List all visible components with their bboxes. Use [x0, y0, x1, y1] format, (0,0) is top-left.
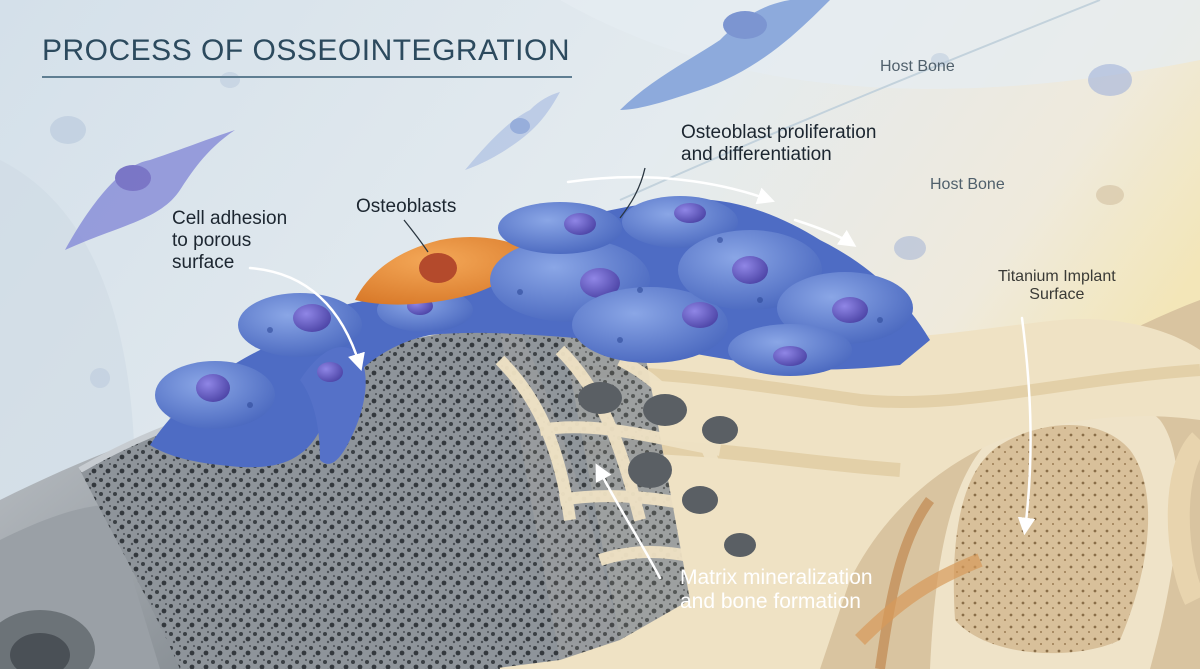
- proliferation-arrow-2: [793, 218, 857, 247]
- proliferation-leader: [619, 167, 646, 219]
- label-proliferation-line-1: Osteoblast proliferation: [681, 122, 877, 143]
- annotation-arrows: [248, 175, 1036, 580]
- label-cell-adhesion-line-1: Cell adhesion: [172, 208, 288, 229]
- title-underline: [42, 76, 572, 78]
- label-mineralization-line-2: and bone formation: [680, 590, 861, 614]
- label-cell-adhesion-line-3: surface: [172, 251, 235, 273]
- proliferation-arrow: [566, 175, 775, 205]
- osteoblast-layer: [150, 196, 930, 468]
- page-title: PROCESS OF OSSEOINTEGRATION: [42, 34, 571, 67]
- label-titanium-line-1: Titanium Implant: [998, 268, 1116, 285]
- label-proliferation: Osteoblast proliferation and differentia…: [681, 122, 876, 166]
- matrix-web: [495, 345, 783, 596]
- titanium-arrow: [1017, 316, 1036, 536]
- osteoblasts-leader: [403, 219, 429, 253]
- label-titanium-line-2: Surface: [1029, 286, 1085, 304]
- leader-lines: [403, 167, 646, 253]
- label-cell-adhesion: Cell adhesion to porous surface: [172, 208, 287, 274]
- label-osteoblasts: Osteoblasts: [356, 196, 457, 217]
- matrix-pores: [578, 382, 756, 557]
- label-mineralization: Matrix mineralization and bone formation: [680, 566, 873, 614]
- label-cell-adhesion-line-2: to porous: [172, 229, 252, 251]
- label-proliferation-line-2: and differentiation: [681, 143, 832, 165]
- label-titanium: Titanium Implant Surface: [998, 268, 1116, 305]
- adhesion-arrow: [248, 266, 365, 372]
- label-mineralization-line-1: Matrix mineralization: [680, 566, 873, 589]
- mineralization-arrow: [595, 463, 662, 580]
- label-host-bone-top: Host Bone: [880, 58, 955, 75]
- floating-cells: [50, 0, 1132, 388]
- label-host-bone-mid: Host Bone: [930, 176, 1005, 193]
